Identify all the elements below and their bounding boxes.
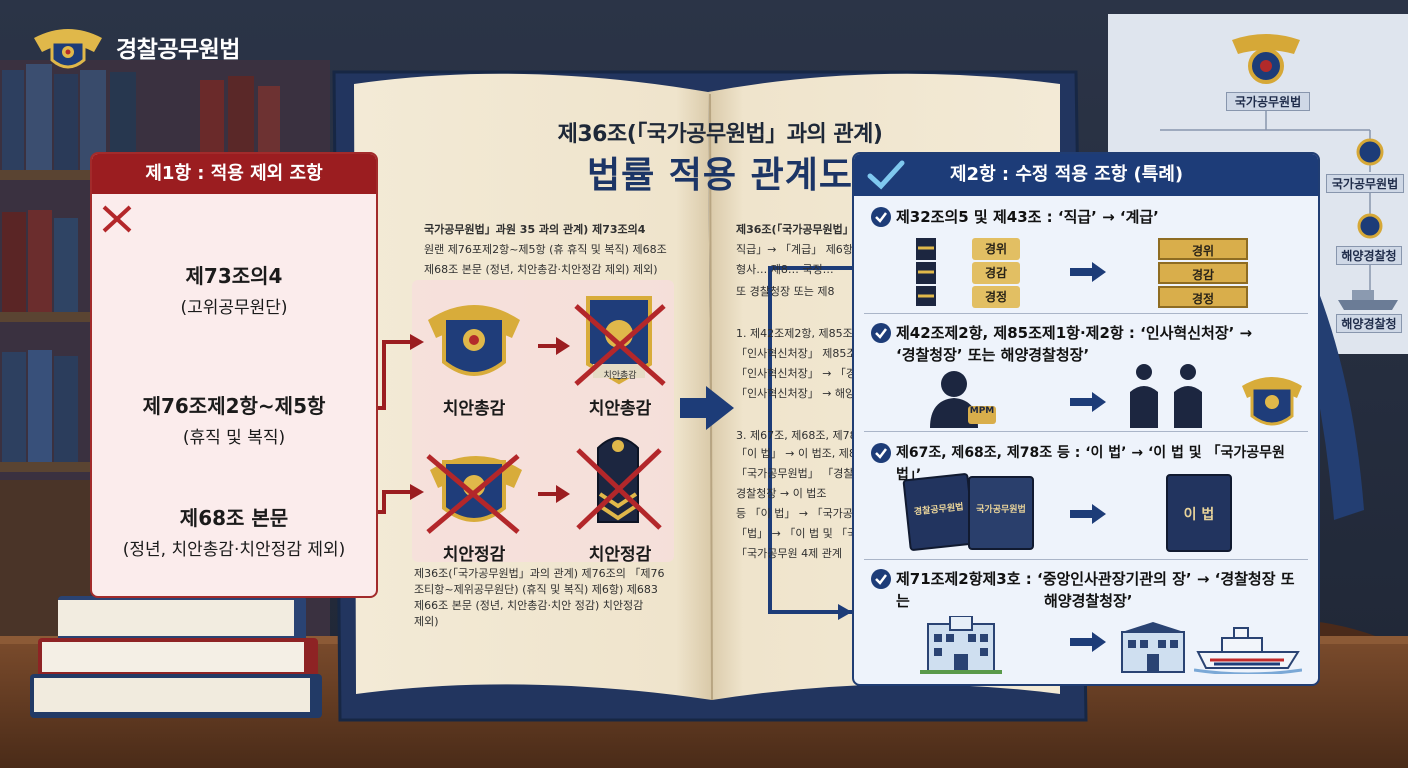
book-text-line: 「인사혁신처장」 제85조 [736,347,857,360]
book-text-line: 제68조 본문 (정년, 치안총감·치안정감 제외) 제외) [424,263,658,276]
book-text-line: 형사… 제8… 국정… [736,263,834,276]
rank-insignia-icon [916,238,936,306]
clause-subtitle: (정년, 치안총감·치안정감 제외) [122,540,346,560]
rank-tag: 경정 [972,286,1020,308]
book-text-line: 제36조(「국가공무원법」과의 [736,223,875,236]
badge-label: 치안정감 [442,545,506,565]
book-text-line: 제외) [414,615,439,628]
check-circle-icon [871,323,891,343]
badge-label: 치안정감 [588,545,652,565]
book-text-line: 3. 제67조, 제68조, 제78 [736,429,857,442]
book-text-line: 「법」 → 「이 법 및 「국 [736,527,858,540]
book-text-line: 1. 제42조제2항, 제85조 [736,327,853,340]
arrow-right-icon [1070,262,1106,282]
coast-guard-ship-icon [1194,627,1302,674]
exclusion-panel: 제1항 : 적용 제외 조항 제73조의4 (고위공무원단) 제76조제2항~제… [90,152,378,598]
article-title: 제36조(「국가공무원법」과의 관계) [557,122,883,147]
arrow-right-icon [1070,632,1106,652]
book-text-line: 「이 법」 → 이 법조, 제8 [736,447,856,460]
org-chart-node: 해양경찰청 [1336,246,1402,265]
diagram-subtitle: 법률 적용 관계도 [587,155,853,196]
arrow-right-icon [1070,392,1106,412]
modification-section: 제71조제2항제3호 : ‘중앙인사관장기관의 장’ → ‘경찰청장 또는 해양… [864,562,1308,682]
section-text: 제42조제2항, 제85조제1항·제2항 : ‘인사혁신처장’ → [896,324,1253,342]
book-text-line: 「인사혁신처장」 → 해양 [736,387,856,400]
rank-bar: 경정 [1158,286,1248,308]
check-circle-icon [871,207,891,227]
excluded-clause-item: 제76조제2항~제5항 (휴직 및 복직) [92,390,376,448]
law-book-icon: 국가공무원법 [968,476,1034,550]
clause-subtitle: (휴직 및 복직) [182,428,286,448]
badge-inscription: 치안총감 [603,371,637,381]
modification-panel: 제2항 : 수정 적용 조항 (특례) 제32조의5 및 제43조 : ‘직급’… [852,152,1320,686]
clause-title: 제68조 본문 [179,506,289,530]
book-text-line: 국가공무원법」과원 35 과의 관계) 제73조의4 [424,223,646,236]
x-mark-icon [102,205,132,233]
section-text: 제71조제2항제3호 : ‘중앙인사관장기관의 장’ → ‘경찰청장 또는 [896,570,1295,610]
book-text-line: 제66조 본문 (정년, 치안총감·치안 정감) 치안정감 [414,599,644,612]
modification-panel-header: 제2항 : 수정 적용 조항 (특례) [854,154,1318,196]
book-cover-text: 이 법 [1183,507,1215,523]
law-book-icon: 경찰공무원법 [902,472,976,552]
exclusion-panel-header: 제1항 : 적용 제외 조항 [92,154,376,194]
official-silhouette-icon [930,371,996,428]
police-building-icon [1121,622,1185,673]
badge-text: MPM [969,406,995,416]
check-circle-icon [871,443,891,463]
app-title: 경찰공무원법 [116,37,240,63]
book-text-line: 원랜 제76포제2항~제5항 (휴 휴직 및 복직) 제68조 [424,243,667,256]
police-emblem-icon [34,29,102,69]
org-chart-node: 국가공무원법 [1226,92,1310,111]
excluded-clause-item: 제73조의4 (고위공무원단) [92,260,376,318]
clause-title: 제73조의4 [185,264,283,288]
emblem-badge-3 [426,454,522,534]
government-building-icon [920,616,1002,674]
clause-title: 제76조제2항~제5항 [142,394,326,418]
org-chart-node: 국가공무원법 [1326,174,1404,193]
book-text-line: 「국가공무원 4제 관계 [736,547,842,560]
modification-section: 제42조제2항, 제85조제1항·제2항 : ‘인사혁신처장’ → ‘경찰청장’… [864,316,1308,432]
section-text: ‘경찰청장’ 또는 해양경찰청장’ [896,346,1090,364]
badge-label: 치안총감 [588,399,652,419]
rank-tag: 경감 [972,262,1020,284]
book-text-line: 등 「이 법」 → 「국가공 [736,507,853,520]
book-text-line: 「국가공무원법」 「경찰 [736,467,854,480]
badge-label: 치안총감 [442,399,506,419]
book-text-line: 직급」→ 「계급」 제6항법 [736,243,864,256]
police-officers-icon [1130,364,1302,428]
book-text-line: 제36조(「국가공무원법」과의 관계) 제76조의 「제76 [414,567,665,580]
check-mark-icon [867,160,905,190]
org-chart-node: 해양경찰청 [1336,314,1402,333]
law-book-icon: 이 법 [1166,474,1232,552]
book-cover-text: 경찰공무원법 [913,502,965,518]
clause-subtitle: (고위공무원단) [180,298,288,318]
book-text-line: 조티항~제위공무원단) (휴직 및 복직) 제6항) 제683 [414,583,658,596]
rank-bar: 경감 [1158,262,1248,284]
book-text-line: 「인사혁신처장」 → 「경찰 [736,367,867,380]
book-text-line: 경찰청장 → 이 법조 [736,487,827,500]
section-text: 제32조의5 및 제43조 : ‘직급’ → ‘계급’ [896,208,1159,226]
epaulette-badge-4 [576,437,662,530]
modification-section: 제32조의5 및 제43조 : ‘직급’ → ‘계급’ 경위 경감 경정 경위 … [864,202,1308,314]
modification-section: 제67조, 제68조, 제78조 등 : ‘이 법’ → ‘이 법 및 「국가공… [864,434,1308,560]
emblem-badge-1 [428,305,520,376]
rank-tag: 경위 [972,238,1020,260]
excluded-clause-item: 제68조 본문 (정년, 치안총감·치안정감 제외) [92,502,376,560]
book-cover-text: 국가공무원법 [976,505,1026,515]
section-text: 해양경찰청장’ [1044,592,1133,610]
arrow-right-icon [1070,504,1106,524]
book-text-line: 또 경찰청장 또는 제8 [736,285,835,298]
rank-bar: 경위 [1158,238,1248,260]
emblem-badge-2 [574,296,666,386]
check-circle-icon [871,569,891,589]
